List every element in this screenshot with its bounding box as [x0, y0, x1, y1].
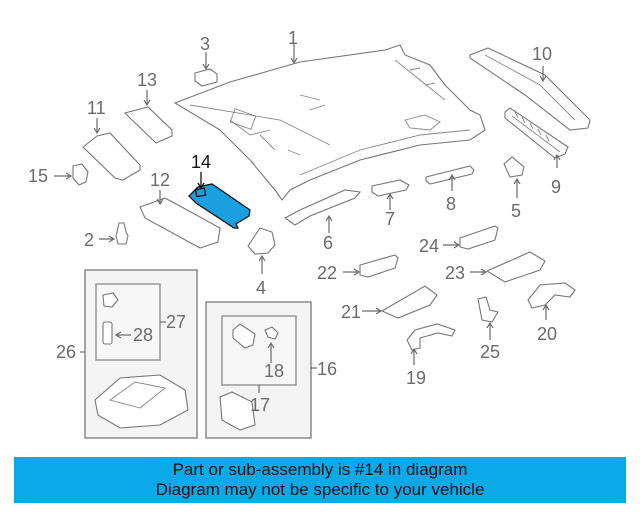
callout-15[interactable]: 15 — [28, 166, 48, 186]
callout-6[interactable]: 6 — [323, 233, 333, 253]
part-18-bulb[interactable] — [264, 326, 279, 340]
callout-19[interactable]: 19 — [406, 368, 426, 388]
callout-28[interactable]: 28 — [133, 325, 153, 345]
part-4[interactable] — [247, 227, 276, 255]
callout-11[interactable]: 11 — [87, 98, 106, 118]
callout-21[interactable]: 21 — [341, 302, 361, 322]
callout-25[interactable]: 25 — [480, 342, 500, 362]
callout-3[interactable]: 3 — [200, 34, 210, 54]
callout-2[interactable]: 2 — [84, 230, 94, 250]
callout-26[interactable]: 26 — [56, 342, 76, 362]
part-22[interactable] — [359, 254, 399, 278]
part-8[interactable] — [425, 165, 475, 185]
part-20[interactable] — [527, 282, 576, 309]
callout-14[interactable]: 14 — [191, 152, 211, 172]
part-24[interactable] — [459, 225, 499, 250]
part-5[interactable] — [503, 156, 525, 178]
part-15[interactable] — [72, 163, 89, 186]
callout-20[interactable]: 20 — [537, 324, 557, 344]
callout-12[interactable]: 12 — [150, 170, 170, 190]
leader-line-14 — [197, 172, 205, 190]
callout-7[interactable]: 7 — [385, 209, 395, 229]
part-19[interactable] — [406, 323, 456, 351]
part-6[interactable] — [283, 189, 362, 226]
part-13[interactable] — [123, 106, 173, 144]
callout-labels: 1 2 3 4 5 6 7 8 9 10 11 12 13 14 15 16 1… — [28, 28, 561, 415]
part-28[interactable] — [102, 321, 113, 345]
banner-line-2: Diagram may not be specific to your vehi… — [155, 480, 485, 499]
part-12[interactable] — [139, 197, 221, 249]
banner-line-1: Part or sub-assembly is #14 in diagram — [172, 460, 468, 479]
part-7[interactable] — [371, 179, 410, 197]
part-9[interactable] — [504, 107, 569, 159]
callout-10[interactable]: 10 — [532, 44, 552, 64]
callout-23[interactable]: 23 — [445, 263, 465, 283]
callout-27[interactable]: 27 — [166, 312, 186, 332]
info-banner: Part or sub-assembly is #14 in diagram D… — [14, 457, 626, 503]
callout-8[interactable]: 8 — [446, 194, 456, 214]
callout-1[interactable]: 1 — [288, 28, 298, 48]
callout-17[interactable]: 17 — [250, 395, 270, 415]
callout-4[interactable]: 4 — [256, 278, 266, 298]
part-14-highlighted[interactable] — [188, 183, 251, 229]
callout-24[interactable]: 24 — [419, 236, 439, 256]
part-3[interactable] — [194, 68, 218, 87]
part-16-lamp[interactable] — [219, 391, 256, 431]
part-21[interactable] — [380, 285, 438, 319]
part-11[interactable] — [82, 132, 141, 181]
part-23[interactable] — [485, 251, 546, 283]
part-1-headliner[interactable] — [173, 44, 486, 201]
callout-13[interactable]: 13 — [137, 70, 157, 90]
callout-16[interactable]: 16 — [317, 359, 337, 379]
part-25[interactable] — [477, 296, 499, 323]
part-17-bulb-socket[interactable] — [232, 323, 256, 349]
callout-5[interactable]: 5 — [511, 201, 521, 221]
callout-18[interactable]: 18 — [264, 361, 284, 381]
callout-9[interactable]: 9 — [551, 177, 561, 197]
part-10[interactable] — [469, 47, 591, 131]
part-28-socket[interactable] — [102, 292, 119, 308]
leader-lines — [54, 44, 561, 393]
callout-22[interactable]: 22 — [317, 263, 337, 283]
box-17 — [221, 315, 297, 386]
part-2[interactable] — [115, 222, 129, 245]
